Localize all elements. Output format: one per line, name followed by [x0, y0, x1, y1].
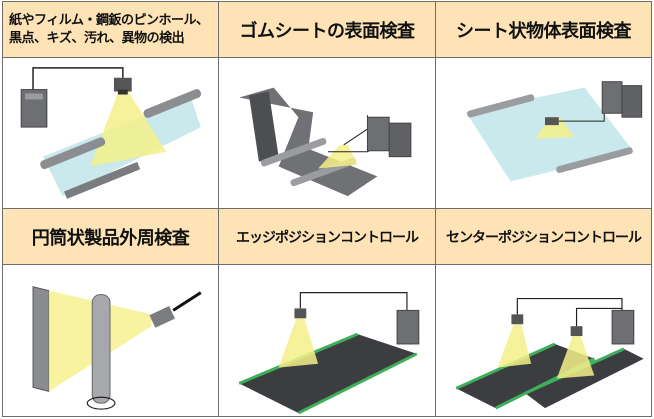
camera-lens: [117, 89, 128, 95]
cell-cylinder-inspection: 円筒状製品外周検査: [2, 208, 219, 417]
cell-title: 円筒状製品外周検査: [3, 209, 218, 265]
edge-position-control-illustration: [219, 265, 435, 416]
title-line-1: 紙やフィルム・鋼鈑のピンホール、: [9, 12, 209, 28]
light-beam: [497, 324, 532, 368]
pinhole-inspection-illustration: [3, 58, 218, 208]
camera-cable: [172, 291, 202, 312]
camera-cable: [32, 67, 124, 90]
cell-rubber-sheet-inspection: ゴムシートの表面検査: [218, 1, 436, 209]
backlight-panel: [32, 286, 50, 392]
cylinder: [91, 294, 111, 404]
camera-body: [149, 306, 175, 328]
camera-body: [294, 308, 307, 319]
cell-title: センターポジションコントロール: [436, 209, 651, 265]
cell-title: ゴムシートの表面検査: [219, 2, 435, 58]
cylinder-inspection-illustration: [3, 265, 218, 416]
cell-edge-position-control: エッジポジションコントロール: [218, 208, 436, 417]
controller-box: [366, 116, 390, 152]
cell-sheet-surface-inspection: シート状物体表面検査: [435, 1, 652, 209]
cell-title: シート状物体表面検査: [436, 2, 651, 58]
roller-bottom: [40, 137, 106, 170]
cell-pinhole-inspection: 紙やフィルム・鋼鈑のピンホール、 黒点、キズ、汚れ、異物の検出: [2, 1, 219, 209]
center-position-control-illustration: [436, 265, 651, 416]
cell-title: 紙やフィルム・鋼鈑のピンホール、 黒点、キズ、汚れ、異物の検出: [3, 2, 218, 58]
light-beam: [90, 87, 167, 167]
frame-bar: [64, 161, 141, 199]
controller-box: [601, 81, 623, 114]
light-beam: [278, 318, 319, 368]
light-beam: [318, 144, 358, 169]
belt: [239, 334, 417, 414]
controller-box: [396, 309, 420, 345]
camera-cable: [516, 297, 623, 315]
roller: [260, 137, 327, 167]
rubber-sheet: [239, 87, 378, 197]
rotation-arrow: [86, 396, 116, 410]
light-beam: [535, 117, 575, 139]
camera-cable: [343, 115, 368, 146]
controller-box: [611, 309, 635, 345]
camera-body: [113, 77, 132, 92]
rubber-sheet-inspection-illustration: [219, 58, 435, 208]
belt: [456, 343, 595, 409]
cell-center-position-control: センターポジションコントロール: [435, 208, 652, 417]
title-line-2: 黒点、キズ、汚れ、異物の検出: [9, 30, 185, 46]
roller: [467, 94, 535, 118]
cell-title: エッジポジションコントロール: [219, 209, 435, 265]
camera-body: [544, 117, 559, 126]
sheet-surface-inspection-illustration: [436, 58, 651, 208]
roller-top: [143, 89, 202, 118]
camera-body: [511, 314, 524, 325]
camera-cable: [299, 292, 408, 311]
